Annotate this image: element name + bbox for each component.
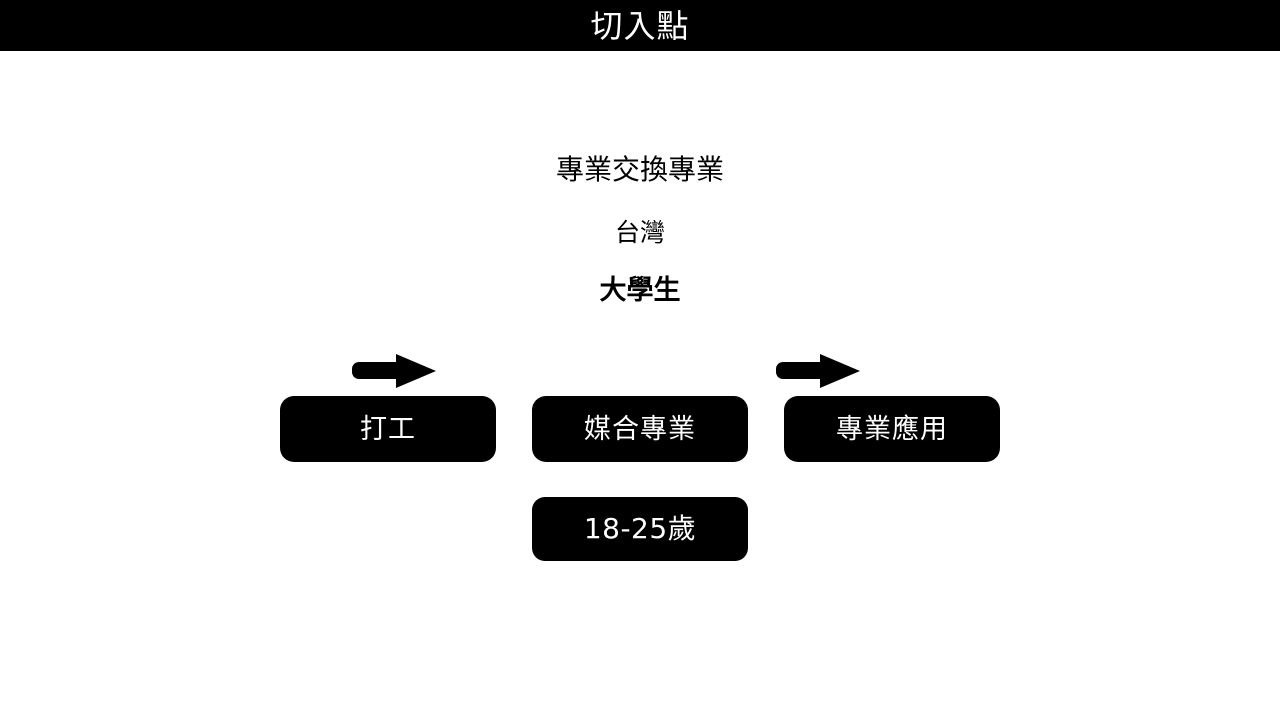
pill-age-range-label: 18-25歲 [583, 512, 697, 545]
flow-step-matching: 媒合專業 [532, 396, 748, 462]
pill-application[interactable]: 專業應用 [784, 396, 1000, 462]
heading-line-university-student: 大學生 [599, 275, 681, 306]
pill-matching-label: 媒合專業 [584, 413, 696, 445]
arrow-right-icon [352, 354, 436, 388]
flow-step-application: 專業應用 [776, 354, 1000, 462]
pill-age-range[interactable]: 18-25歲 [532, 497, 748, 561]
title-bar: 切入點 [0, 0, 1280, 51]
page-title: 切入點 [590, 6, 690, 45]
slide-body: 專業交換專業 台灣 大學生 打工 媒合專業 [0, 51, 1280, 726]
pill-application-label: 專業應用 [836, 413, 948, 445]
pill-parttime[interactable]: 打工 [280, 396, 496, 462]
pill-matching[interactable]: 媒合專業 [532, 396, 748, 462]
flow-step-parttime: 打工 [280, 354, 496, 462]
heading-stack: 專業交換專業 台灣 大學生 [0, 153, 1280, 306]
heading-line-taiwan: 台灣 [614, 218, 665, 247]
pill-parttime-label: 打工 [360, 413, 416, 445]
arrow-right-icon [776, 354, 860, 388]
flow-row: 打工 媒合專業 專業應用 [280, 354, 1000, 462]
bottom-row: 18-25歲 [532, 497, 748, 561]
heading-line-exchange: 專業交換專業 [555, 153, 724, 186]
